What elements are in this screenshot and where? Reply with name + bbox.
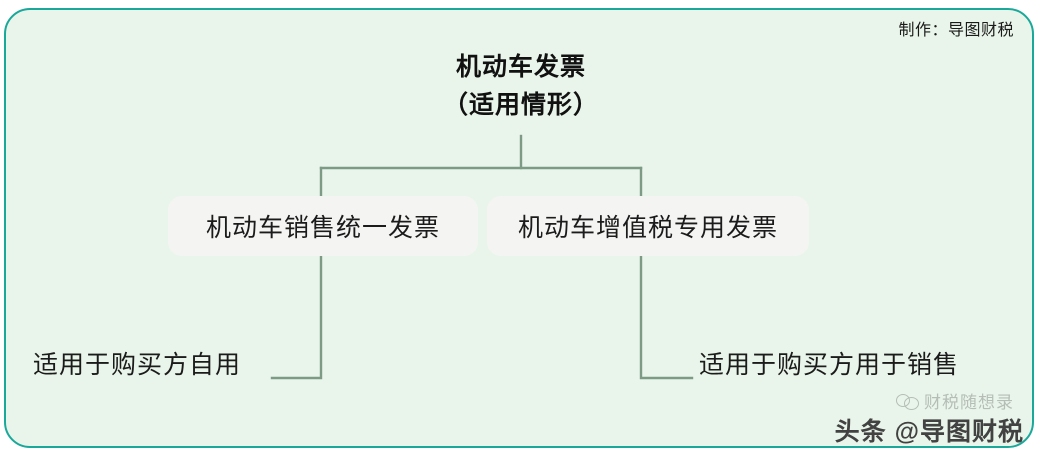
speech-bubble-icon (896, 393, 919, 410)
watermark-faint: 财税随想录 (896, 388, 1014, 413)
root-title: 机动车发票 （适用情形） (0, 48, 1042, 124)
leaf-label-left: 适用于购买方自用 (33, 351, 242, 379)
node-box-left[interactable]: 机动车销售统一发票 (168, 196, 478, 256)
node-box-right[interactable]: 机动车增值税专用发票 (487, 196, 809, 256)
root-title-line1: 机动车发票 (455, 53, 586, 81)
credit-label: 制作：导图财税 (898, 22, 1014, 39)
root-title-line2: （适用情形） (442, 91, 599, 119)
node-label-left: 机动车销售统一发票 (205, 214, 440, 242)
watermark-main: 头条 @导图财税 (834, 418, 1024, 446)
leaf-label-right: 适用于购买方用于销售 (699, 351, 960, 379)
watermark-faint-text: 财税随想录 (924, 393, 1014, 412)
node-label-right: 机动车增值税专用发票 (517, 214, 778, 242)
